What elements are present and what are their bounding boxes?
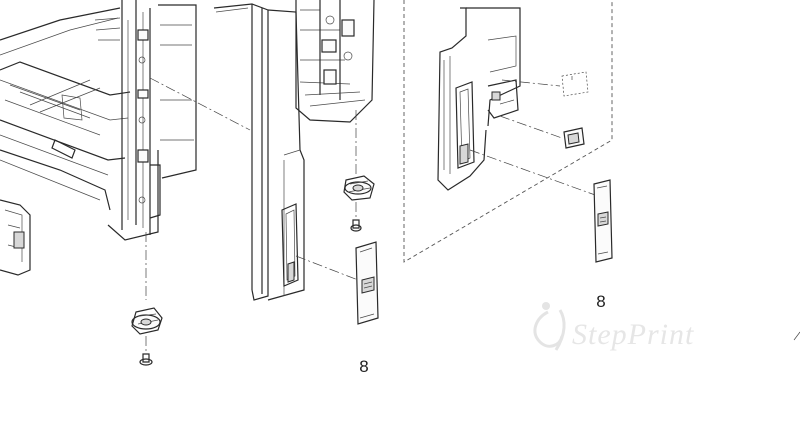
leader-line [149,77,251,131]
label-tag-part [561,71,589,97]
screw-middle [350,202,362,232]
stepprint-watermark: StepPrint [533,302,694,351]
cover-strip-right [593,179,613,263]
right-side-panel [437,7,521,191]
left-frame-assembly [0,0,197,276]
leader-line [295,255,359,281]
foot-caster-left [131,307,163,335]
leader-line [469,149,599,197]
clip-part [563,127,585,149]
edge-mark [793,331,800,341]
watermark-text: StepPrint [572,318,694,351]
middle-frame-assembly [295,0,375,123]
callout-label-8-middle: 8 [359,357,368,376]
foot-caster-middle [343,175,375,201]
leader-line [499,115,563,139]
middle-side-panel [213,3,305,301]
cover-strip-middle [355,241,379,325]
screw-left [139,336,153,366]
callout-label-8-right: 8 [596,292,605,311]
leader-line [501,79,561,87]
stepprint-logo-icon [533,302,566,351]
